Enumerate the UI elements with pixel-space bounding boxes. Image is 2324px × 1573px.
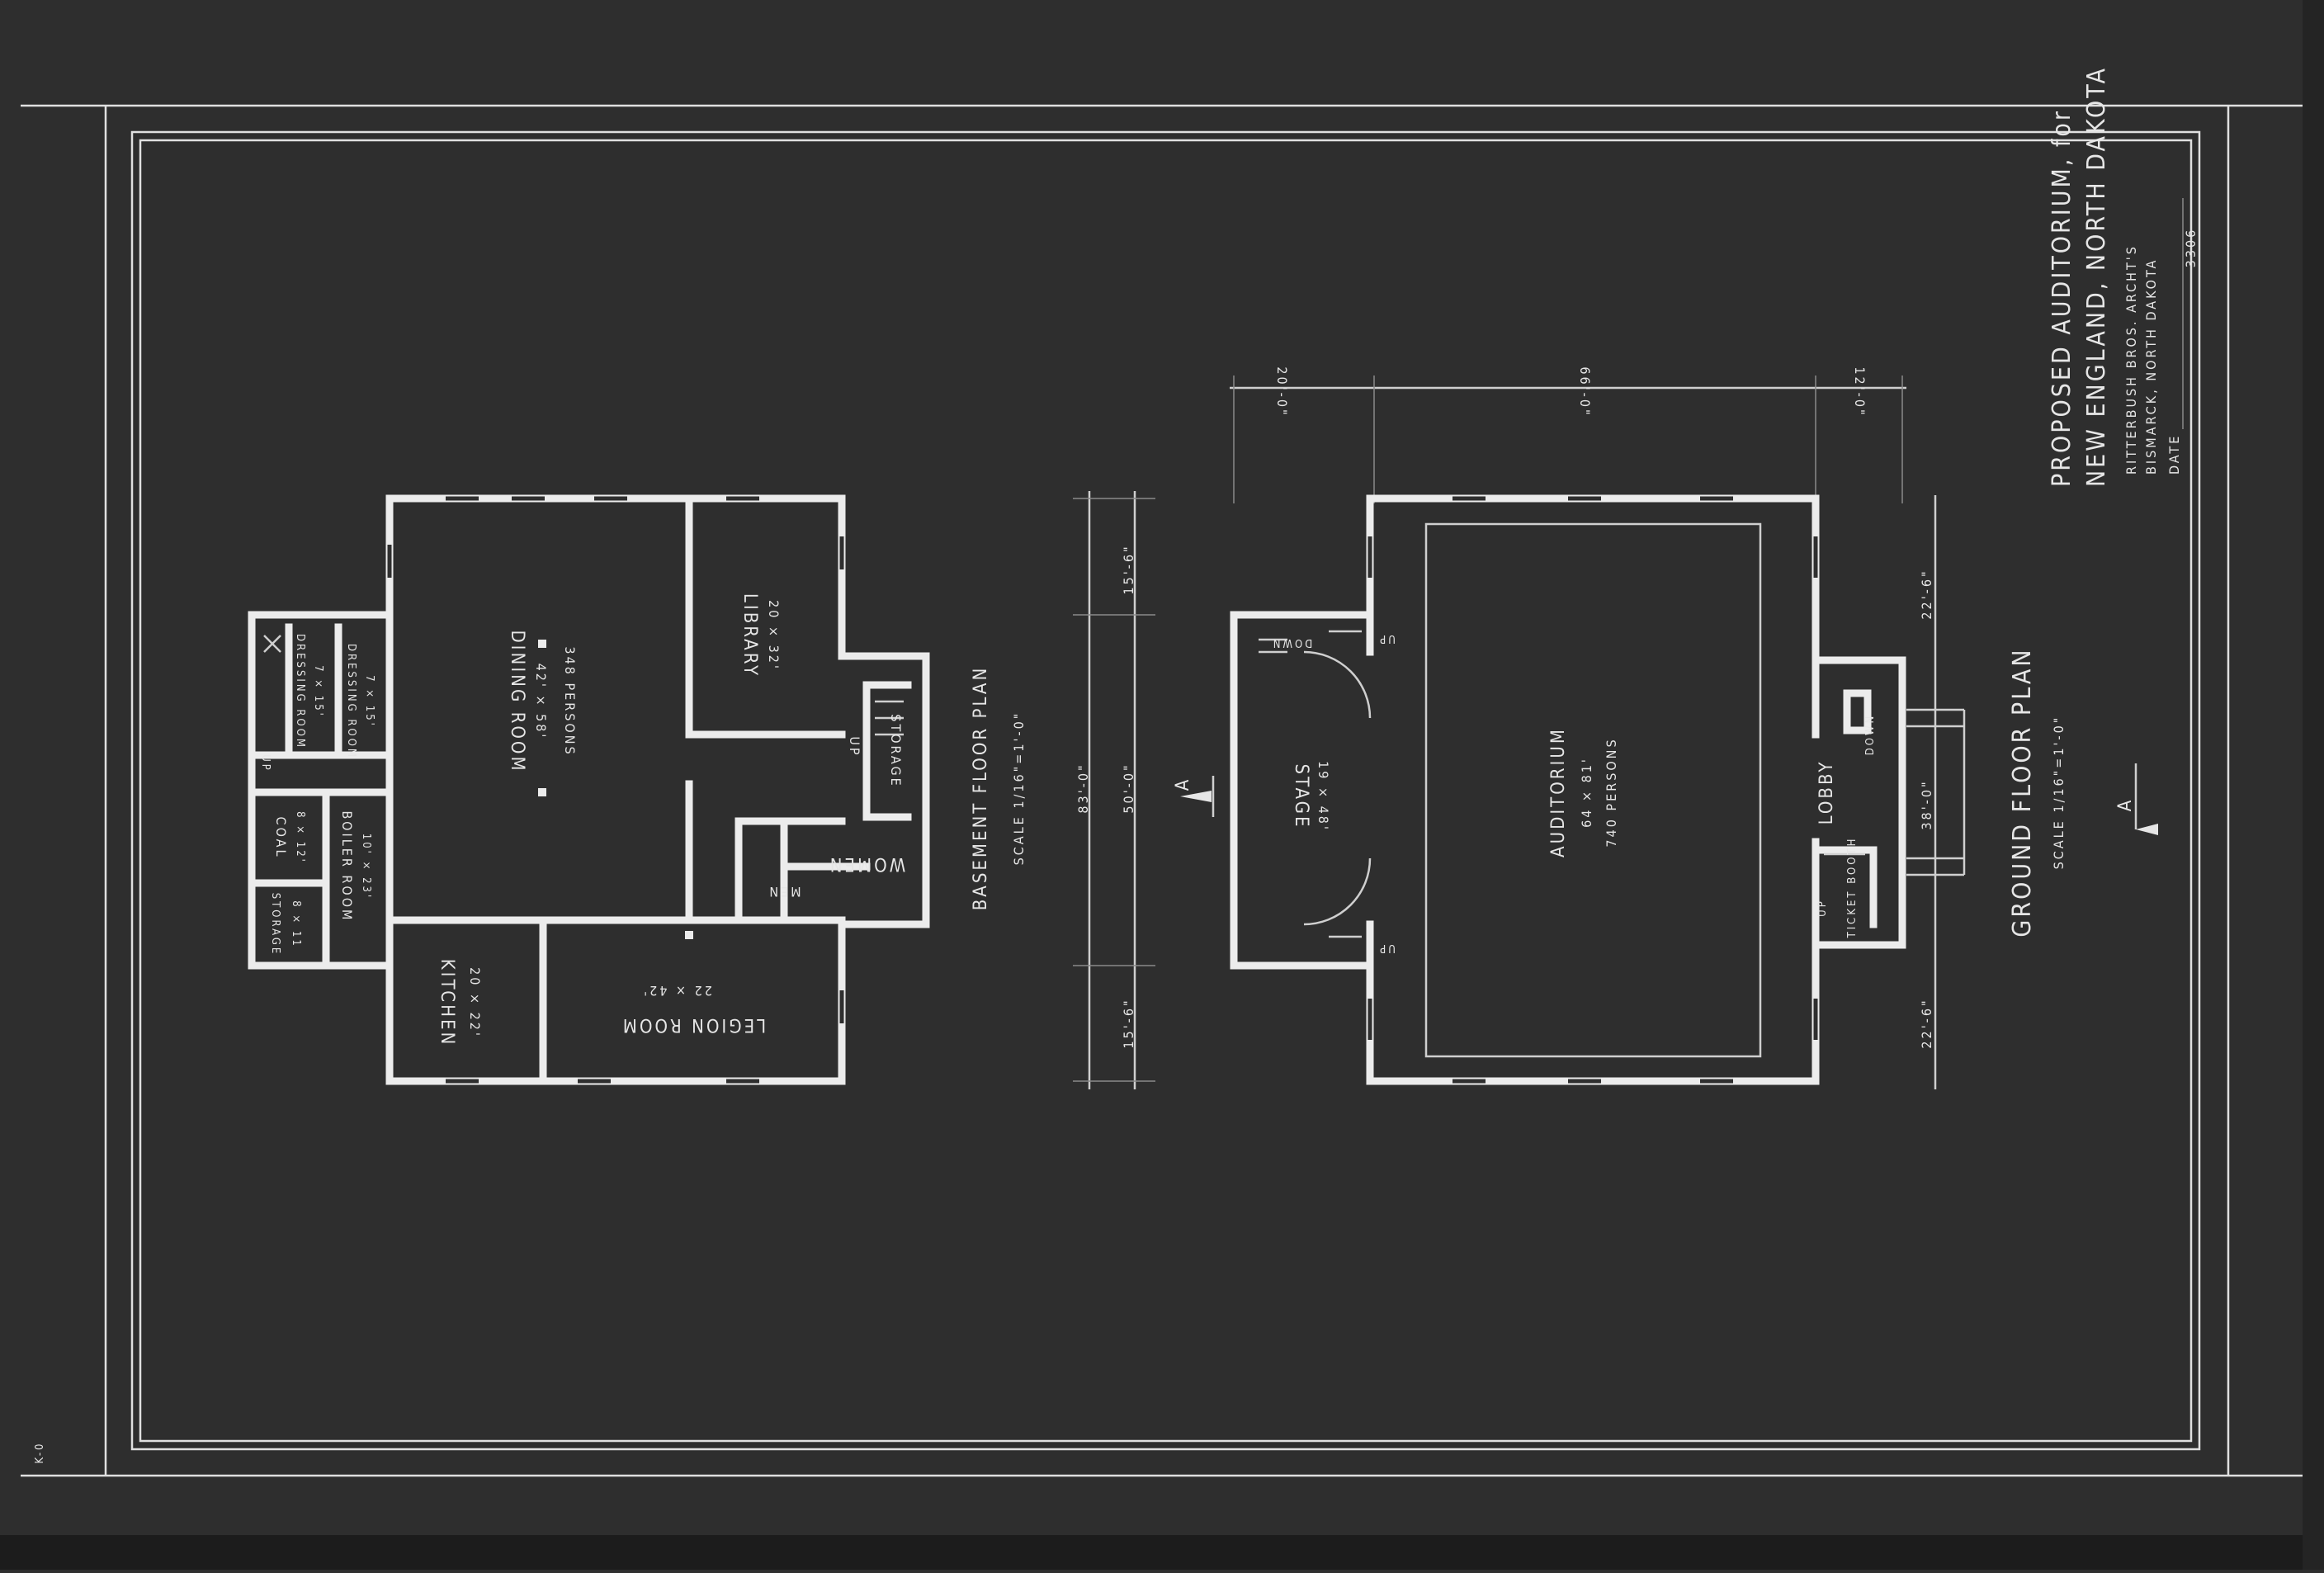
dim-auditorium-depth: 66'-0" [1577, 366, 1593, 417]
storage-right-label: STORAGE [888, 714, 904, 787]
storage-left-label: STORAGE [269, 893, 281, 957]
men-label: MEN [767, 884, 801, 900]
basement-floor-plan: DINING ROOM 42' × 58' 348 PERSONS LIBRAR… [248, 494, 1027, 1085]
lobby-up-label: UP [1816, 899, 1829, 917]
dim-lobby-depth: 12'-0" [1852, 366, 1868, 417]
ground-floor-plan: STAGE 19 × 48' DOWN UP UP AUDITORIUM 64 … [1230, 494, 2067, 1085]
library-size: 20 × 32' [766, 600, 782, 671]
dim-wing-bottom: 15'-6" [1121, 998, 1136, 1048]
ticket-booth-label: TICKET BOOTH [1846, 837, 1859, 939]
kitchen-size: 20 × 22' [467, 967, 483, 1038]
stage-down-label: DOWN [1271, 636, 1313, 649]
dressing-room-1-size: 7 × 15' [312, 665, 324, 718]
dim-center-width: 50'-0" [1121, 763, 1136, 813]
section-mark-right: A [2115, 798, 2136, 812]
auditorium-size: 64 × 81' [1579, 757, 1594, 828]
margin-note: K-0 [34, 1442, 46, 1464]
dressing-room-1-label: DRESSING ROOM [294, 634, 306, 749]
up-right-label: UP [847, 736, 862, 757]
section-mark-left: A [1173, 777, 1193, 791]
dim-lobby-width: 38'-0" [1919, 779, 1934, 829]
title-line-3: RITTERBUSH BROS. ARCHT'S [2123, 244, 2139, 475]
auditorium-persons: 740 PERSONS [1604, 737, 1619, 847]
dim-stage-depth: 20'-0" [1274, 366, 1290, 417]
coal-size: 8 × 12' [294, 811, 306, 864]
ground-plan-title: GROUND FLOOR PLAN [2008, 647, 2037, 937]
dressing-room-2-label: DRESSING ROOM [345, 644, 357, 759]
basement-plan-scale: SCALE 1/16"=1'-0" [1011, 711, 1027, 866]
title-date-label: DATE [2166, 434, 2182, 475]
legion-room-size: 22 × 42' [641, 983, 712, 999]
stage-label: STAGE [1291, 764, 1311, 829]
section-marks: A A [1173, 763, 2158, 835]
up-left-label: UP [259, 754, 272, 772]
stage-size: 19 × 48' [1316, 761, 1331, 832]
women-label: WOMEN [828, 853, 906, 874]
kitchen-label: KITCHEN [437, 959, 457, 1047]
dim-overall-width: 83'-0" [1075, 763, 1091, 813]
boiler-room-label: BOILER ROOM [339, 811, 355, 923]
dimension-lines: 83'-0" 50'-0" 15'-6" 15'-6" 20'-0" 66'-0… [1073, 366, 1937, 1089]
dim-right-wing-top: 22'-6" [1919, 569, 1934, 619]
dim-wing-top: 15'-6" [1121, 544, 1136, 594]
stage-up-label-1: UP [1377, 632, 1396, 645]
lobby-label: LOBBY [1816, 760, 1837, 825]
library-label: LIBRARY [739, 593, 760, 678]
lobby-down-label: DOWN [1864, 714, 1877, 756]
legion-room-label: LEGION ROOM [621, 1014, 766, 1035]
dining-room-size: 42' × 58' [533, 664, 549, 740]
stage-up-label-2: UP [1377, 942, 1396, 954]
dining-room-label: DINING ROOM [507, 630, 527, 772]
storage-left-size: 8 × 11 [290, 900, 302, 948]
dressing-room-2-size: 7 × 15' [363, 675, 376, 728]
title-line-2: NEW ENGLAND, NORTH DAKOTA [2082, 66, 2111, 487]
coal-label: COAL [273, 817, 289, 859]
basement-plan-title: BASEMENT FLOOR PLAN [971, 666, 991, 911]
sheet-border [21, 104, 2303, 1477]
boiler-room-size: 10' × 23' [360, 834, 372, 900]
title-sheet-number: 3306 [2183, 228, 2199, 268]
title-line-1: PROPOSED AUDITORIUM, for [2048, 109, 2076, 487]
ground-plan-scale: SCALE 1/16"=1'-0" [2051, 716, 2067, 870]
title-block: PROPOSED AUDITORIUM, for NEW ENGLAND, NO… [2048, 66, 2199, 487]
dining-room-persons: 348 PERSONS [562, 646, 578, 756]
auditorium-label: AUDITORIUM [1548, 727, 1569, 857]
title-line-4: BISMARCK, NORTH DAKOTA [2143, 258, 2159, 475]
dim-right-wing-bottom: 22'-6" [1919, 998, 1934, 1048]
